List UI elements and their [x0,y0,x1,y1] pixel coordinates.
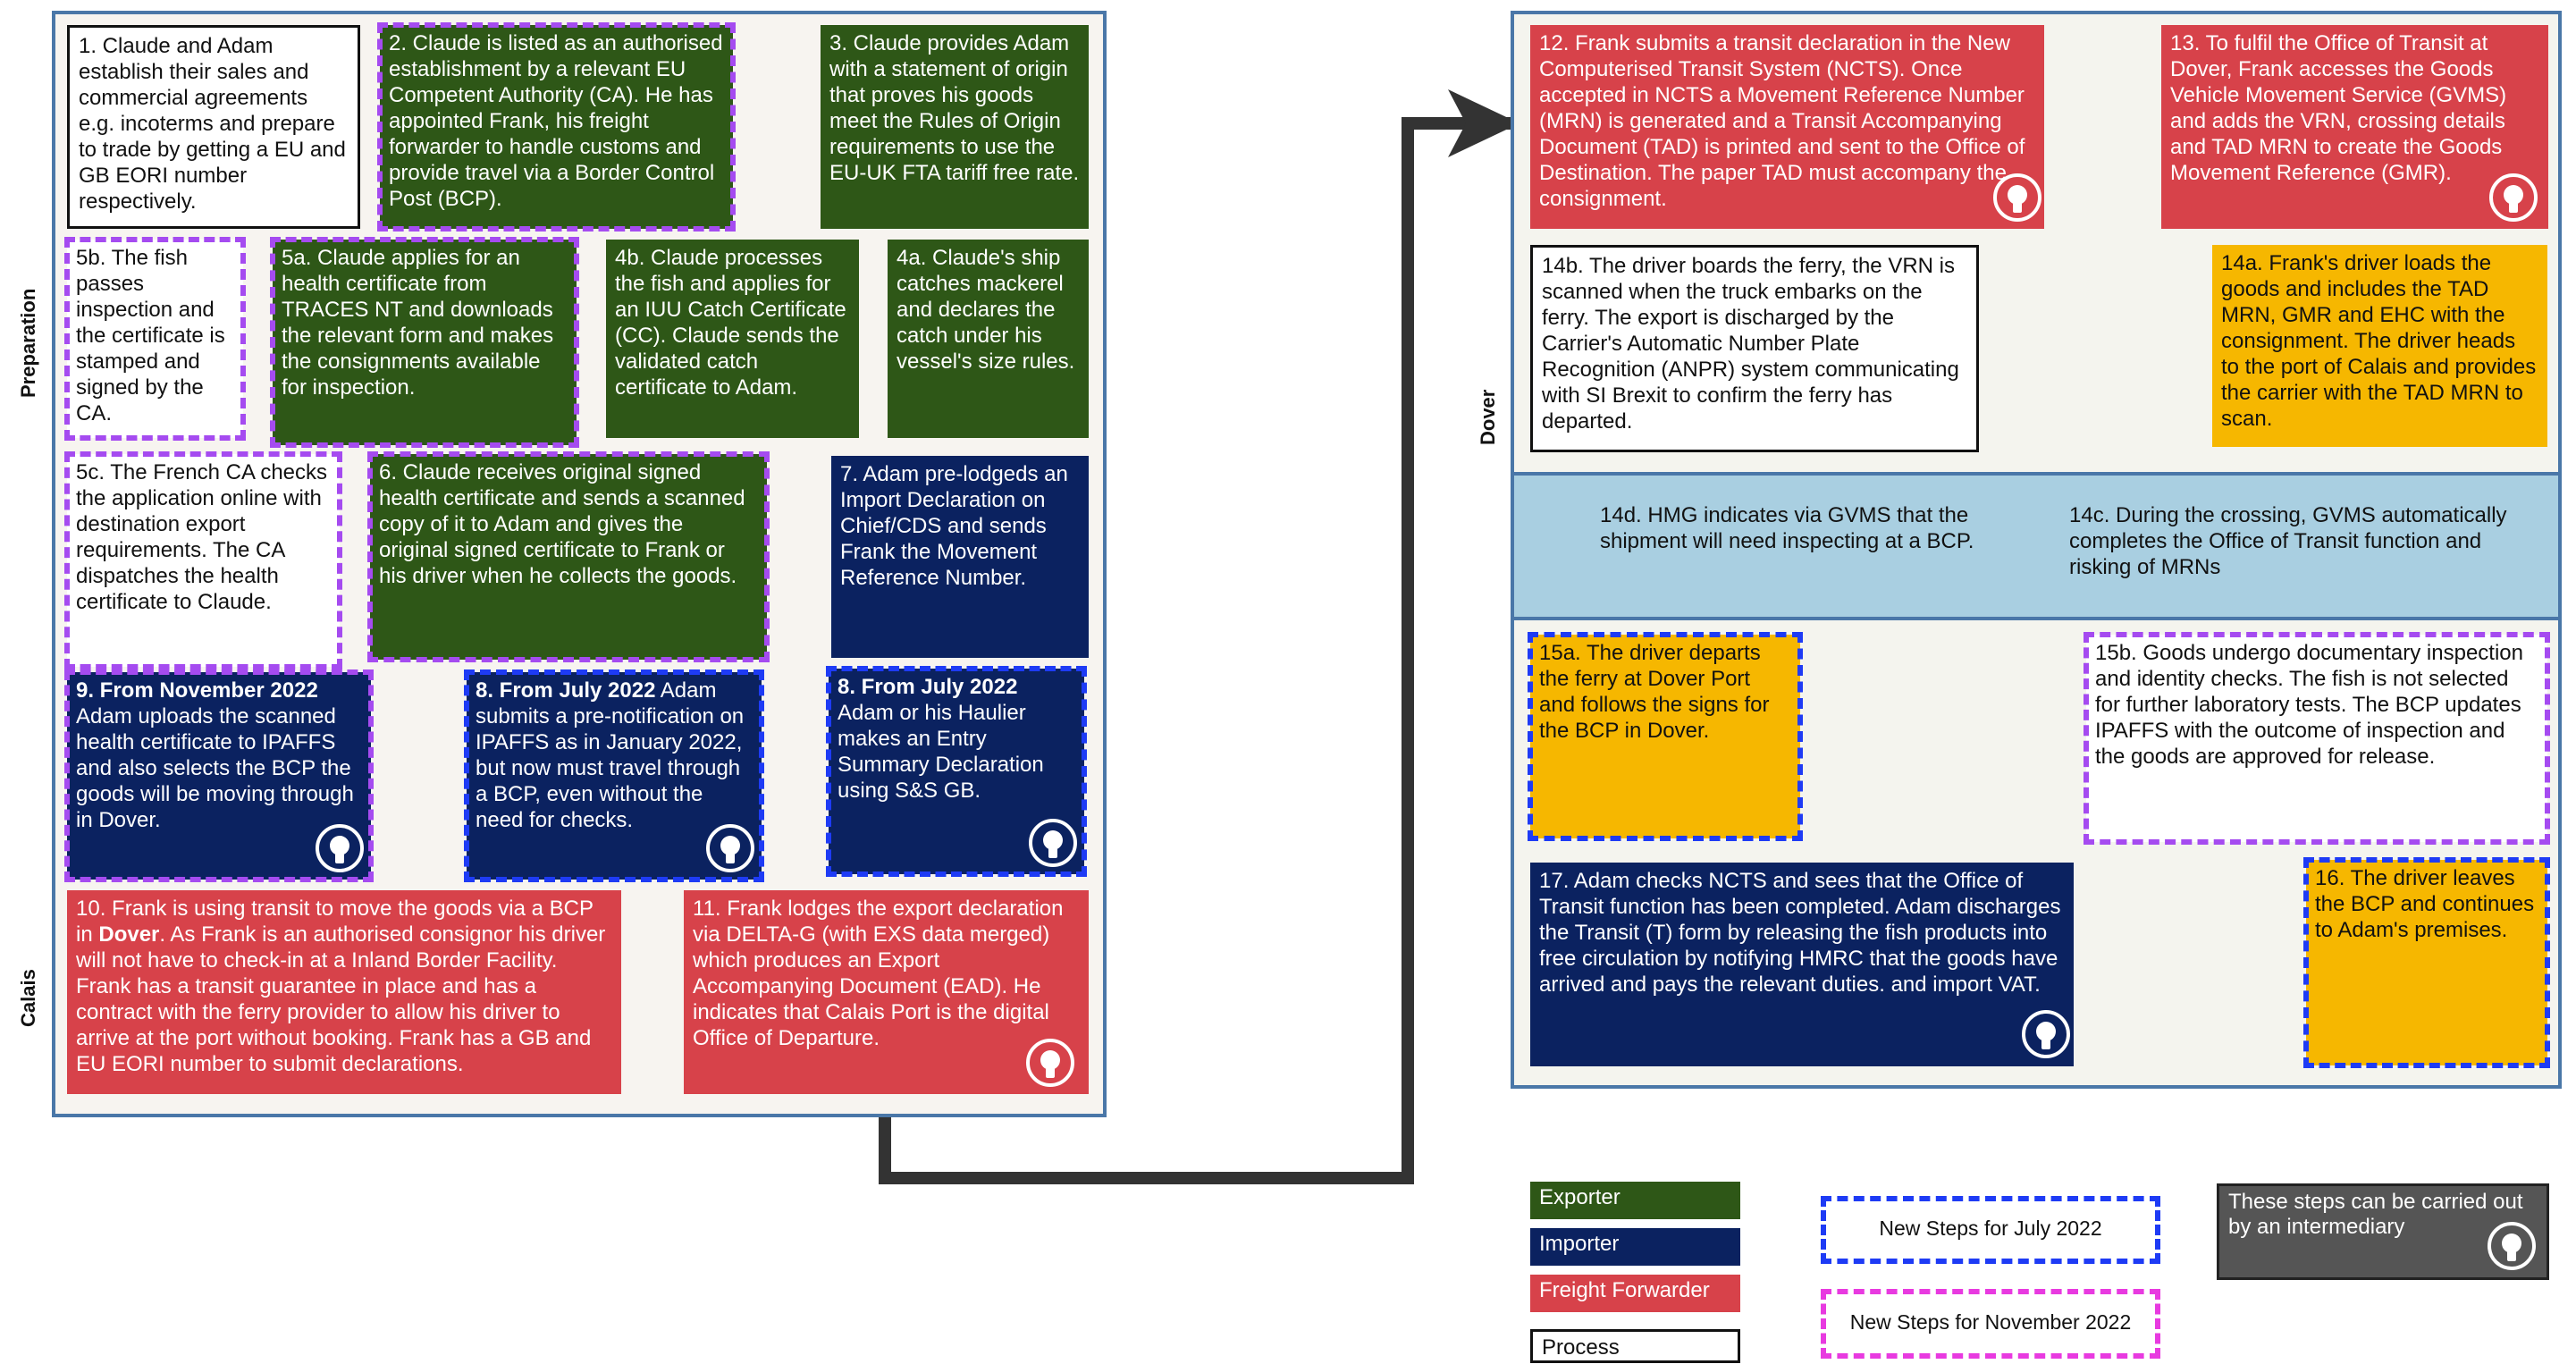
legend-intermediary-text: These steps can be carried out by an int… [2228,1190,2523,1239]
step-8-ipaffs: 8. From July 2022 Adam submits a pre-not… [464,669,764,882]
step-8-ipaffs-heading: 8. From July 2022 [476,678,656,703]
intermediary-icon [316,824,364,872]
step-9-heading: 9. From November 2022 [76,678,318,703]
step-15a: 15a. The driver departs the ferry at Dov… [1528,632,1803,841]
step-8-ens-heading: 8. From July 2022 [838,675,1018,699]
legend-intermediary: These steps can be carried out by an int… [2217,1183,2549,1280]
step-14b: 14b. The driver boards the ferry, the VR… [1530,245,1979,452]
intermediary-icon [2022,1010,2070,1058]
legend-importer: Importer [1530,1228,1740,1266]
intermediary-icon [706,824,754,872]
legend-process: Process [1530,1329,1740,1363]
legend-exporter: Exporter [1530,1182,1740,1219]
step-13: 13. To fulfil the Office of Transit at D… [2161,25,2548,229]
gvms-band [1514,472,2558,620]
intermediary-icon [2489,173,2538,222]
step-5c: 5c. The French CA checks the application… [64,451,342,669]
legend-new-november: New Steps for November 2022 [1821,1289,2160,1359]
step-8-ens: 8. From July 2022 Adam or his Haulier ma… [826,666,1087,877]
step-11: 11. Frank lodges the export declaration … [684,890,1089,1094]
step-8-ens-text: Adam or his Haulier makes an Entry Summa… [838,701,1044,803]
intermediary-icon [2488,1222,2536,1270]
intermediary-icon [1026,1039,1074,1087]
intermediary-icon [1993,173,2041,222]
step-10-dover: Dover [98,922,160,947]
step-14c: 14c. During the crossing, GVMS automatic… [2069,503,2507,579]
step-4b: 4b. Claude processes the fish and applie… [606,240,859,438]
step-12: 12. Frank submits a transit declaration … [1530,25,2044,229]
step-10: 10. Frank is using transit to move the g… [67,890,621,1094]
step-14d: 14d. HMG indicates via GVMS that the shi… [1600,503,1974,553]
label-dover: Dover [1477,389,1499,445]
step-9-text: Adam uploads the scanned health certific… [76,704,354,832]
step-3: 3. Claude provides Adam with a statement… [821,25,1089,229]
step-16: 16. The driver leaves the BCP and contin… [2303,857,2550,1068]
step-14a: 14a. Frank's driver loads the goods and … [2212,245,2547,447]
step-5a: 5a. Claude applies for an health certifi… [270,237,579,448]
step-1: 1. Claude and Adam establish their sales… [67,25,360,229]
step-10-text-b: . As Frank is an authorised consignor hi… [76,922,606,1076]
step-9: 9. From November 2022 Adam uploads the s… [64,669,374,882]
step-6: 6. Claude receives original signed healt… [367,451,770,662]
step-10-text-a: 10. Frank is using transit to move the g… [76,897,593,947]
label-calais: Calais [17,969,39,1027]
step-4a: 4a. Claude's ship catches mackerel and d… [888,240,1089,438]
legend-freight-forwarder: Freight Forwarder [1530,1275,1740,1312]
step-8-ipaffs-text: Adam submits a pre-notification on IPAFF… [476,678,745,832]
step-5b: 5b. The fish passes inspection and the c… [64,237,246,441]
label-preparation: Preparation [17,288,39,398]
intermediary-icon [1029,819,1077,867]
step-2: 2. Claude is listed as an authorised est… [377,22,736,232]
step-7: 7. Adam pre-lodgeds an Import Declaratio… [831,456,1089,658]
step-15b: 15b. Goods undergo documentary inspectio… [2084,632,2550,845]
step-17: 17. Adam checks NCTS and sees that the O… [1530,863,2074,1066]
legend-new-july: New Steps for July 2022 [1821,1196,2160,1264]
